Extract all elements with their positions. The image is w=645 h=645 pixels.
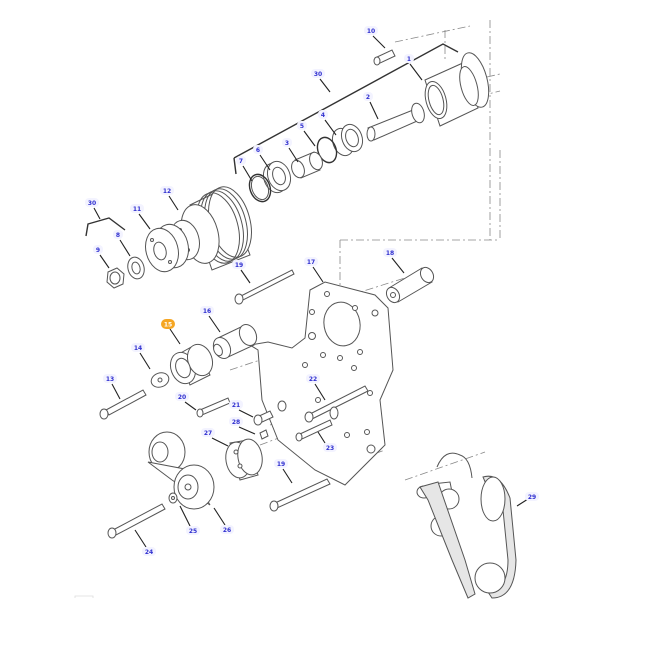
- part-20-bolt: [196, 397, 231, 418]
- callout-label: 30: [314, 71, 322, 78]
- callout-label: 15: [164, 322, 172, 329]
- callout-label: 21: [232, 402, 240, 409]
- part-11-hub: [145, 223, 189, 273]
- callout-20[interactable]: 20: [175, 392, 189, 401]
- callout-label: 17: [307, 259, 315, 266]
- callout-label: 9: [96, 247, 100, 254]
- callout-label: 22: [309, 376, 317, 383]
- callout-1[interactable]: 1: [404, 54, 414, 63]
- part-1-housing: [424, 52, 490, 127]
- callout-label: 3: [285, 140, 289, 147]
- callout-label: 26: [223, 527, 231, 534]
- callout-4[interactable]: 4: [318, 110, 328, 119]
- part-21-bolt: [253, 400, 287, 426]
- callout-29[interactable]: 29: [525, 492, 539, 501]
- callout-15-selected[interactable]: 15: [161, 319, 175, 329]
- callout-label: 30: [88, 200, 96, 207]
- part-14-washer: [150, 372, 170, 388]
- callout-10[interactable]: 10: [364, 26, 378, 35]
- callout-5[interactable]: 5: [297, 121, 307, 130]
- part-7-circlip: [248, 173, 272, 203]
- callout-12[interactable]: 12: [160, 186, 174, 195]
- part-13-bolt: [99, 389, 147, 420]
- callout-28[interactable]: 28: [229, 417, 243, 426]
- callout-25[interactable]: 25: [186, 526, 200, 535]
- callout-30-left[interactable]: 30: [85, 198, 99, 207]
- callout-label: 2: [366, 94, 370, 101]
- callout-23[interactable]: 23: [323, 443, 337, 452]
- callout-label: 28: [232, 419, 240, 426]
- callout-label: 14: [134, 345, 142, 352]
- callout-label: 1: [407, 56, 411, 63]
- callout-label: 19: [277, 461, 285, 468]
- callout-label: 16: [203, 308, 211, 315]
- callout-3[interactable]: 3: [282, 138, 292, 147]
- callout-label: 27: [204, 430, 212, 437]
- callout-labels: 10 1 30 2 4 5 3 6 7 12 30 11 8 9 19 17 1…: [85, 26, 539, 556]
- callout-label: 4: [321, 112, 325, 119]
- callout-label: 11: [133, 206, 141, 213]
- part-28-pin: [259, 429, 269, 440]
- bracket-30-upper: [233, 43, 459, 175]
- callout-9[interactable]: 9: [93, 245, 103, 254]
- leader-arrows: [93, 35, 529, 548]
- part-6-bearing: [262, 160, 292, 194]
- callout-label: 23: [326, 445, 334, 452]
- callout-label: 6: [256, 147, 260, 154]
- callout-14[interactable]: 14: [131, 343, 145, 352]
- part-23-bolt: [295, 419, 333, 442]
- part-15-idler-pulley: [169, 343, 214, 386]
- callout-7[interactable]: 7: [236, 156, 246, 165]
- callout-21[interactable]: 21: [229, 400, 243, 409]
- part-19-bolt-lower: [269, 478, 331, 512]
- callout-22[interactable]: 22: [306, 374, 320, 383]
- callout-label: 18: [386, 250, 394, 257]
- part-5-circlip: [316, 136, 338, 164]
- part-10-bolt: [373, 49, 396, 66]
- callout-label: 29: [528, 494, 536, 501]
- part-8-washer: [127, 256, 145, 280]
- callout-label: 25: [189, 528, 197, 535]
- callout-2[interactable]: 2: [363, 92, 373, 101]
- part-18-tube: [385, 266, 435, 304]
- part-12-pulley: [170, 186, 252, 271]
- part-16-stud: [212, 323, 258, 360]
- part-25-washer: [168, 492, 178, 504]
- callout-6[interactable]: 6: [253, 145, 263, 154]
- callout-19-upper[interactable]: 19: [232, 260, 246, 269]
- callout-8[interactable]: 8: [113, 230, 123, 239]
- bracket-30-left: [85, 217, 126, 237]
- callout-27[interactable]: 27: [201, 428, 215, 437]
- part-3-spacer: [291, 151, 323, 179]
- callout-label: 24: [145, 549, 153, 556]
- callout-label: 13: [106, 376, 114, 383]
- part-19-bolt-upper: [234, 269, 295, 305]
- part-2-shaft: [366, 102, 425, 142]
- callout-24[interactable]: 24: [142, 547, 156, 556]
- part-17-mounting-plate: [248, 281, 394, 486]
- callout-label: 20: [178, 394, 186, 401]
- part-29-belt-assembly: [416, 452, 517, 599]
- part-22-bolt: [304, 385, 369, 423]
- callout-16[interactable]: 16: [200, 306, 214, 315]
- callout-label: 8: [116, 232, 120, 239]
- part-24-bolt: [107, 503, 166, 539]
- callout-label: 12: [163, 188, 171, 195]
- corner-mark: [74, 595, 94, 598]
- part-4-bearing: [331, 123, 364, 157]
- callout-17[interactable]: 17: [304, 257, 318, 266]
- callout-30[interactable]: 30: [311, 69, 325, 78]
- callout-label: 7: [239, 158, 243, 165]
- part-26-tensioner: [147, 431, 215, 510]
- part-9-nut: [106, 267, 125, 289]
- callout-19-lower[interactable]: 19: [274, 459, 288, 468]
- callout-label: 19: [235, 262, 243, 269]
- callout-label: 10: [367, 28, 375, 35]
- callout-11[interactable]: 11: [130, 204, 144, 213]
- callout-18[interactable]: 18: [383, 248, 397, 257]
- part-27-pulley: [225, 438, 263, 481]
- callout-13[interactable]: 13: [103, 374, 117, 383]
- callout-label: 5: [300, 123, 304, 130]
- callout-26[interactable]: 26: [220, 525, 234, 534]
